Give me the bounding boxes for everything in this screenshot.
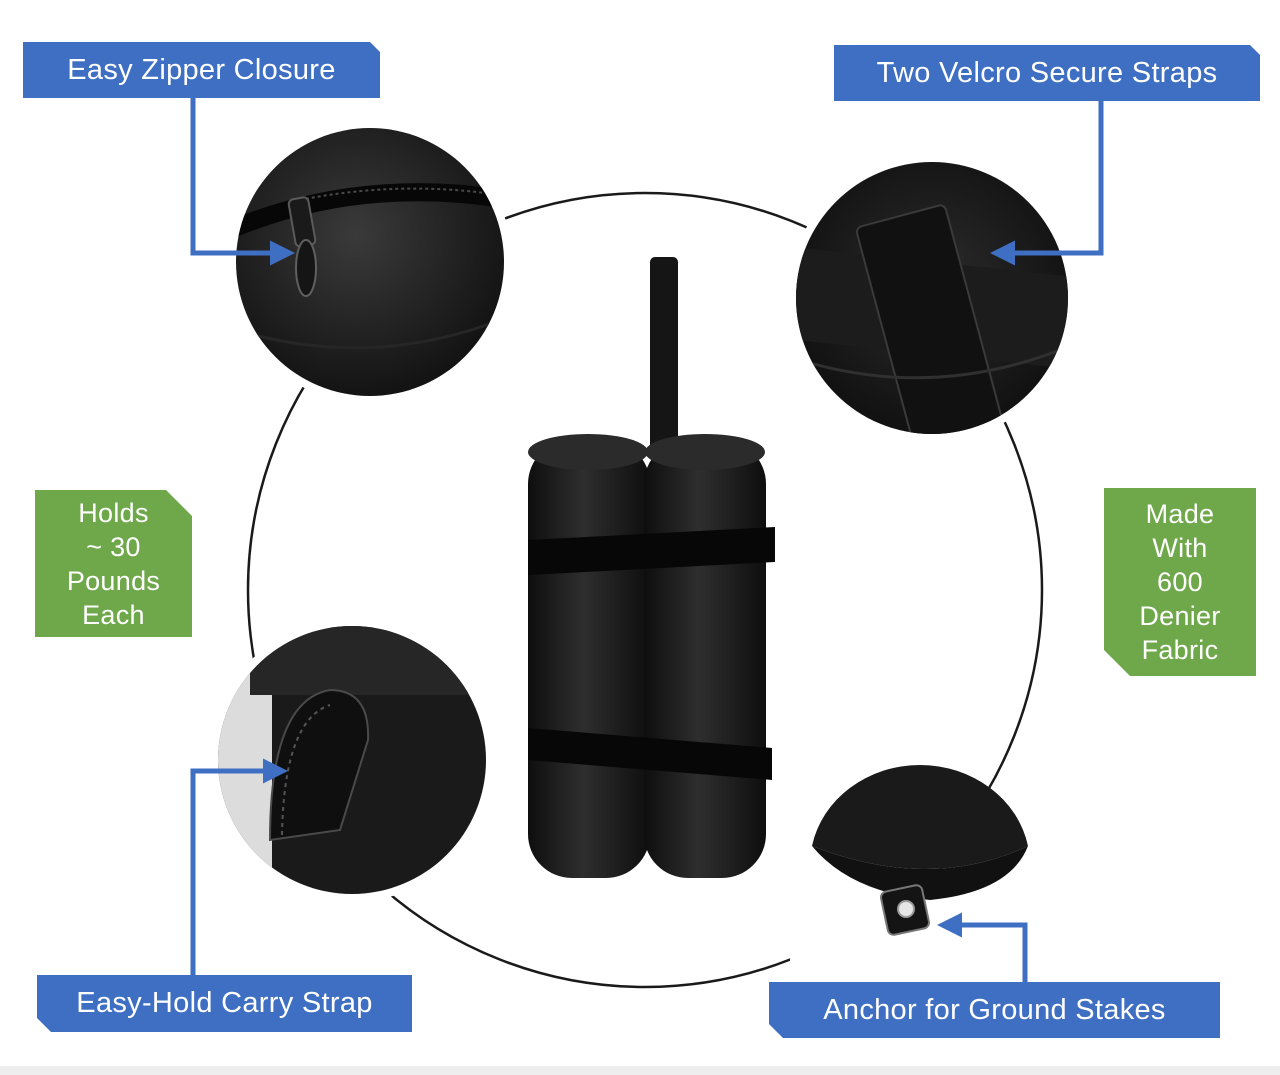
bottom-divider xyxy=(0,1066,1280,1075)
zipper-detail-photo xyxy=(236,128,504,396)
callout-anchor-for-ground-stakes: Anchor for Ground Stakes xyxy=(769,982,1220,1038)
badge-holds-30-pounds-each-text: Holds ~ 30 Pounds Each xyxy=(66,497,161,630)
carry-connector-arrow xyxy=(190,758,288,978)
callout-easy-hold-carry-strap-text: Easy-Hold Carry Strap xyxy=(76,987,373,1019)
sandbag-product-image xyxy=(528,257,775,878)
velcro-detail-photo xyxy=(796,162,1068,434)
callout-easy-zipper-closure: Easy Zipper Closure xyxy=(23,42,380,98)
anchor-detail-photo xyxy=(812,764,1028,936)
callout-easy-zipper-closure-text: Easy Zipper Closure xyxy=(67,53,336,86)
badge-made-with-600-denier-fabric-text: Made With 600 Denier Fabric xyxy=(1139,499,1221,665)
velcro-connector-arrow xyxy=(990,98,1104,266)
zipper-connector-arrow xyxy=(190,95,295,266)
callout-anchor-for-ground-stakes-text: Anchor for Ground Stakes xyxy=(823,993,1166,1026)
badge-made-with-600-denier-fabric: Made With 600 Denier Fabric xyxy=(1104,488,1256,676)
badge-holds-30-pounds-each: Holds ~ 30 Pounds Each xyxy=(35,490,192,637)
callout-two-velcro-secure-straps: Two Velcro Secure Straps xyxy=(834,45,1260,101)
callout-easy-hold-carry-strap: Easy-Hold Carry Strap xyxy=(37,975,412,1032)
outer-circle xyxy=(246,191,1044,989)
anchor-connector-arrow xyxy=(937,912,1028,985)
callout-two-velcro-secure-straps-text: Two Velcro Secure Straps xyxy=(876,56,1218,89)
